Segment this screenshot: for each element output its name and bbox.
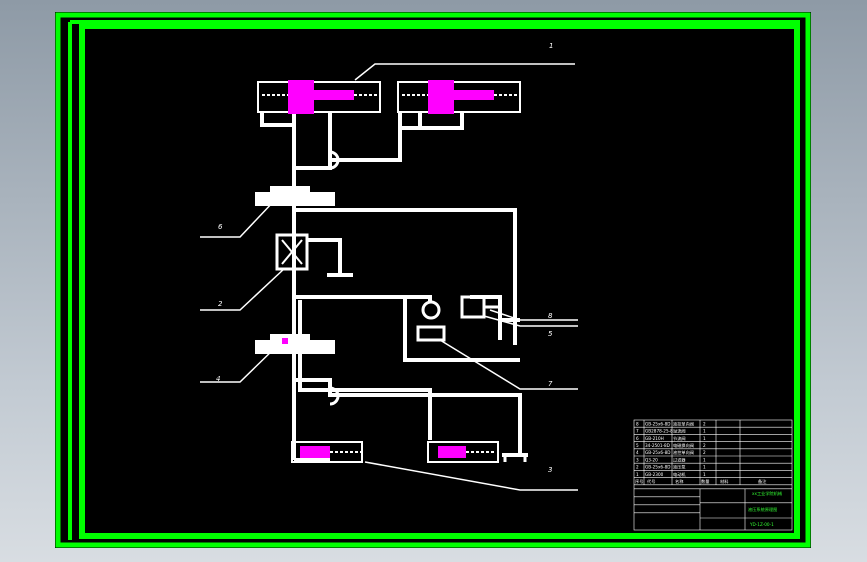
part-name: 液控单向阀 [673, 449, 694, 456]
part-qty: 1 [703, 465, 706, 470]
cylinder-top-left [257, 81, 381, 113]
part-number: 4 [636, 450, 639, 455]
part-qty: 1 [703, 472, 706, 477]
header-name: 名称 [675, 478, 683, 485]
part-number: 6 [636, 436, 639, 441]
part-code: Q3-20 [645, 457, 658, 462]
part-qty: 2 [703, 443, 706, 448]
part-code: GB-25x6-8D [645, 450, 671, 455]
part-name: 溢流阀 [673, 428, 686, 435]
pump-symbol [421, 300, 441, 320]
inner-border [79, 23, 800, 539]
callout-6: 6 [218, 223, 223, 231]
callout-8: 8 [548, 312, 553, 320]
solenoid-valve-lower [255, 334, 335, 354]
part-name: 液压泵 [673, 464, 686, 471]
header-material: 材料 [720, 478, 729, 485]
part-code: GB-210H [645, 436, 664, 441]
part-name: 电磁换向阀 [673, 442, 694, 449]
callout-1: 1 [549, 42, 553, 50]
part-name: 液控单向阀 [673, 420, 694, 427]
header-code: 代号 [647, 478, 655, 485]
part-qty: 1 [703, 436, 706, 441]
part-code: 34-2501-8D [645, 443, 670, 448]
callout-7: 7 [548, 380, 553, 388]
part-number: 3 [636, 457, 639, 462]
part-code: GB-2300 [645, 472, 664, 477]
header-no: 序号 [635, 478, 643, 485]
school-name: xx工业学院机械 [752, 490, 783, 497]
hydraulic-circuit [257, 81, 528, 463]
part-number: 8 [636, 421, 639, 426]
part-qty: 2 [703, 421, 706, 426]
part-number: 2 [636, 465, 639, 470]
part-code: GB-25x6-8D [645, 465, 671, 470]
part-name: 节流阀 [673, 435, 686, 442]
leader-lines [200, 63, 578, 491]
part-number: 1 [636, 472, 639, 477]
part-number: 5 [636, 443, 639, 448]
part-number: 7 [636, 429, 639, 434]
callout-5: 5 [548, 330, 553, 338]
part-qty: 1 [703, 429, 706, 434]
cylinder-bottom-right [427, 441, 499, 463]
part-name: 电动机 [673, 471, 686, 478]
cylinder-top-right [397, 81, 521, 113]
filter [275, 233, 309, 271]
part-qty: 2 [703, 450, 706, 455]
header-qty: 数量 [701, 478, 709, 485]
drawing-number: YD-1Z-00-1 [749, 522, 774, 527]
header-note: 备注 [758, 478, 767, 485]
solenoid-valve-upper [255, 186, 335, 206]
callout-2: 2 [218, 300, 223, 308]
callout-3: 3 [548, 466, 552, 474]
callout-4: 4 [216, 375, 220, 383]
part-name: 过滤器 [673, 456, 686, 463]
valve-highlights [288, 80, 494, 458]
outer-border [55, 12, 811, 548]
part-code: GB2878-25-8 [645, 429, 673, 434]
part-qty: 1 [703, 457, 706, 462]
drawing-title: 液压系统原理图 [748, 506, 777, 513]
part-code: GB-25x6-8D [645, 421, 671, 426]
